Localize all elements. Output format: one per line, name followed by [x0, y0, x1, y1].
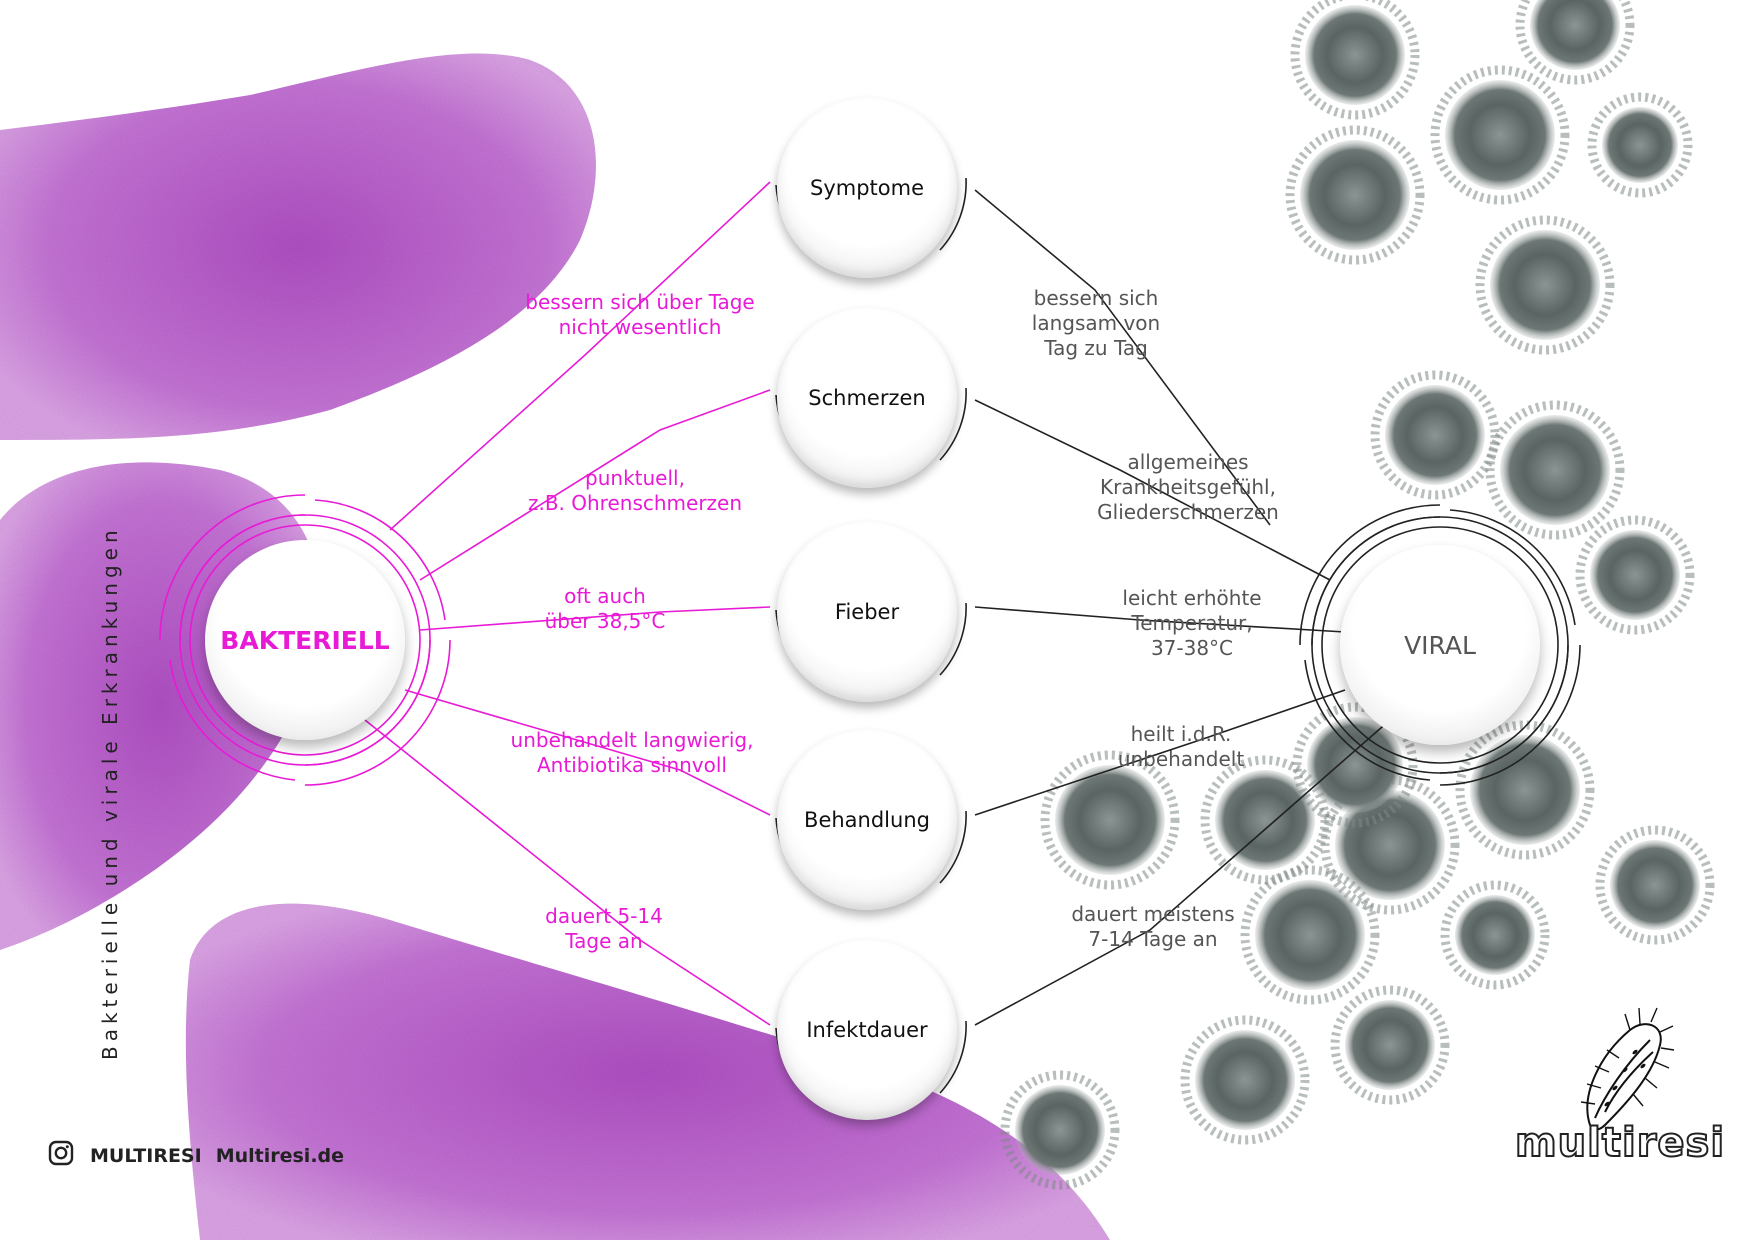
virus-particle [1180, 1015, 1310, 1145]
virus-particle [1515, 0, 1635, 85]
label-line: bessern sich [1033, 286, 1159, 310]
footer-site[interactable]: Multiresi.de [215, 1144, 345, 1167]
label-line: bessern sich über Tage [525, 290, 755, 314]
label-line: oft auch [564, 584, 646, 608]
viral-link-fieber [974, 606, 1346, 633]
label-line: leicht erhöhte [1122, 586, 1262, 610]
virus-particle [1240, 865, 1380, 1005]
bact-link-schmerzen [419, 389, 771, 581]
node-label: Behandlung [804, 808, 930, 832]
virus-particle [1330, 985, 1450, 1105]
virus-particle [1290, 0, 1420, 120]
label-line: unbehandelt langwierig, [510, 728, 754, 752]
node-symptome: Symptome [777, 98, 957, 278]
label-line: unbehandelt [1117, 747, 1245, 771]
label-line: Krankheitsgefühl, [1100, 475, 1276, 499]
virus-particles [1000, 0, 1715, 1190]
footer: MULTIRESI Multiresi.de [48, 1140, 344, 1171]
virus-particle [1595, 825, 1715, 945]
label-line: Tag zu Tag [1044, 336, 1148, 360]
hub-label: VIRAL [1404, 630, 1476, 660]
virus-particle [1320, 775, 1460, 915]
bact-label-behandlung: unbehandelt langwierig,Antibiotika sinnv… [511, 728, 754, 778]
viral-connectors [974, 189, 1581, 1026]
virus-particle [1575, 515, 1695, 635]
bacterium-top-left [0, 53, 596, 441]
bacterium-bottom [185, 903, 1111, 1240]
hub-bakteriell: BAKTERIELL [205, 540, 405, 740]
label-line: dauert meistens [1071, 902, 1235, 926]
node-schmerzen: Schmerzen [777, 308, 957, 488]
label-line: nicht wesentlich [558, 315, 722, 339]
instagram-icon[interactable] [48, 1140, 74, 1171]
footer-handle[interactable]: MULTIRESI [90, 1144, 202, 1167]
viral-link-behandlung [974, 689, 1346, 816]
label-line: 37-38°C [1150, 636, 1234, 660]
virus-particle [1000, 1070, 1120, 1190]
virus-particle [1440, 880, 1550, 990]
bakteriell-rings [159, 494, 451, 786]
node-label: Fieber [834, 600, 900, 624]
label-line: Antibiotika sinnvoll [536, 753, 727, 777]
bacterium-logo-icon [1580, 1007, 1675, 1150]
label-line: Gliederschmerzen [1097, 500, 1279, 524]
virus-particle [1455, 720, 1595, 860]
viral-label-behandlung: heilt i.d.R.unbehandelt [1118, 722, 1244, 772]
node-label: Schmerzen [808, 386, 926, 410]
virus-particle [1430, 65, 1570, 205]
bacterial-connectors [159, 181, 771, 1026]
virus-particle [1485, 400, 1625, 540]
virus-particle [1587, 92, 1693, 198]
node-infektdauer: Infektdauer [777, 940, 957, 1120]
label-line: punktuell, [585, 466, 685, 490]
hub-viral: VIRAL [1340, 545, 1540, 745]
label-line: 7-14 Tage an [1088, 927, 1218, 951]
side-title: Bakterielle und virale Erkrankungen [98, 525, 122, 1060]
label-line: Temperatur, [1131, 611, 1253, 635]
brand-wordmark: multiresi [1514, 1119, 1726, 1167]
label-line: allgemeines [1127, 450, 1249, 474]
virus-particle [1292, 702, 1418, 828]
virus-particle [1040, 750, 1180, 890]
viral-link-schmerzen [974, 399, 1331, 581]
bact-label-schmerzen: punktuell,z.B. Ohrenschmerzen [528, 466, 742, 516]
hub-label: BAKTERIELL [220, 625, 390, 655]
label-line: Tage an [565, 929, 643, 953]
viral-link-infektdauer [974, 719, 1391, 1026]
bact-link-behandlung [404, 689, 771, 816]
bact-link-fieber [419, 606, 771, 631]
label-line: über 38,5°C [544, 609, 666, 633]
label-line: heilt i.d.R. [1130, 722, 1232, 746]
virus-particle [1200, 755, 1330, 885]
virus-particle [1475, 215, 1615, 355]
viral-link-symptome [974, 189, 1271, 526]
virus-particle [1285, 125, 1425, 265]
label-line: dauert 5-14 [545, 904, 663, 928]
viral-rings [1299, 504, 1581, 786]
node-fieber: Fieber [777, 522, 957, 702]
bact-link-symptome [389, 181, 771, 531]
node-behandlung: Behandlung [777, 730, 957, 910]
label-line: langsam von [1031, 311, 1161, 335]
bact-link-infektdauer [364, 719, 771, 1026]
node-label: Infektdauer [806, 1018, 928, 1042]
label-line: z.B. Ohrenschmerzen [527, 491, 743, 515]
node-label: Symptome [809, 176, 924, 200]
